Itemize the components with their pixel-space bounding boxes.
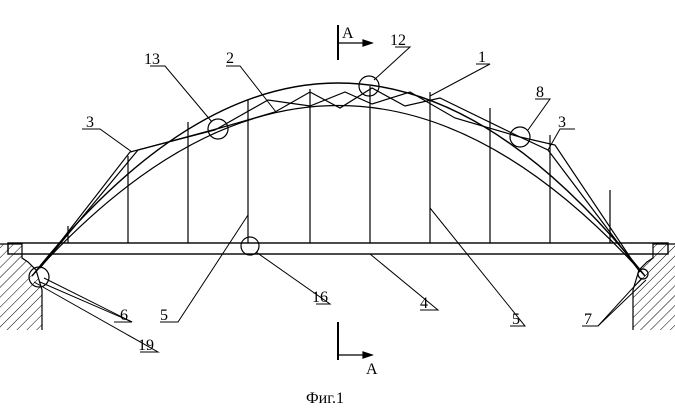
outer-arch (31, 82, 646, 277)
callout-7: 7 (584, 311, 592, 328)
detail-circle-16 (240, 236, 260, 256)
callout-3-right: 3 (558, 114, 566, 131)
callout-12: 12 (390, 32, 406, 49)
callout-4: 4 (420, 295, 428, 312)
callout-5-right: 5 (512, 311, 520, 328)
callout-3-left: 3 (86, 114, 94, 131)
section-label-bottom: A (366, 361, 378, 378)
section-label-top: A (342, 25, 354, 42)
detail-circle-13 (207, 118, 229, 140)
callout-13: 13 (144, 51, 160, 68)
callout-19: 19 (138, 337, 154, 354)
detail-circle-8 (509, 126, 531, 148)
detail-circle-12 (358, 75, 380, 97)
callout-16: 16 (312, 289, 328, 306)
detail-circle-19 (28, 266, 50, 288)
right-support-circle (637, 268, 649, 280)
callout-6: 6 (120, 307, 128, 324)
callout-2: 2 (226, 50, 234, 67)
callout-1: 1 (478, 49, 486, 66)
diagonal-braces (39, 87, 641, 273)
callout-8: 8 (536, 84, 544, 101)
inner-arch (31, 105, 646, 277)
hangers (67, 86, 611, 243)
figure-caption: Фиг.1 (306, 390, 344, 407)
leader-lines (33, 46, 647, 353)
deck (7, 242, 669, 255)
callout-5-left: 5 (160, 307, 168, 324)
